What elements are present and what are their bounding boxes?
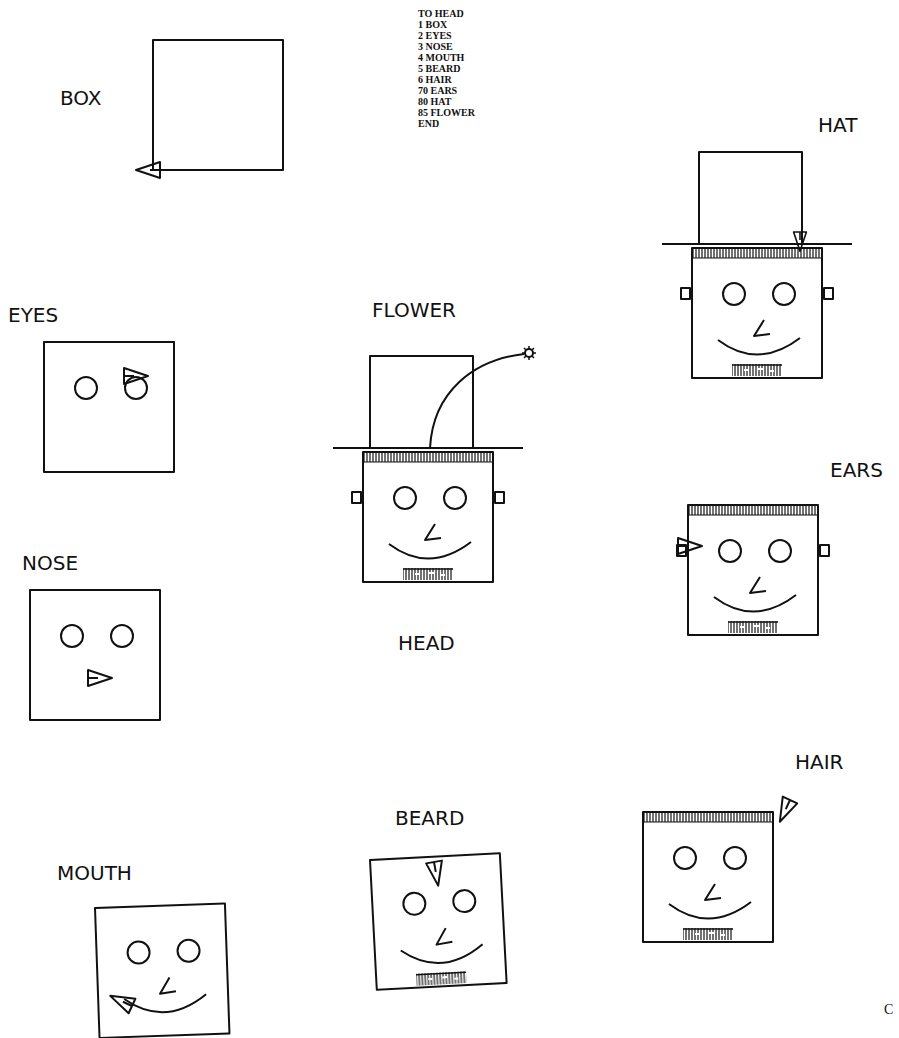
code-line: 1 BOX <box>418 20 447 30</box>
stage-label: EYES <box>8 305 58 325</box>
stage-label: HEAD <box>398 633 455 653</box>
stage-label: NOSE <box>22 553 78 573</box>
code-line: 85 FLOWER <box>418 108 475 118</box>
stage-label: MOUTH <box>57 863 132 883</box>
code-line: 2 EYES <box>418 31 452 41</box>
code-line: 70 EARS <box>418 86 457 96</box>
stage-label: BEARD <box>395 808 464 828</box>
code-line: 80 HAT <box>418 97 451 107</box>
code-line: TO HEAD <box>418 9 464 19</box>
stage-label: BOX <box>60 88 102 108</box>
code-line: END <box>418 119 439 129</box>
stage-label: EARS <box>830 460 883 480</box>
code-line: 5 BEARD <box>418 64 461 74</box>
caption-fragment: C <box>884 1003 893 1017</box>
code-line: 6 HAIR <box>418 75 452 85</box>
code-line: 3 NOSE <box>418 42 453 52</box>
stage-label: HAT <box>818 115 857 135</box>
code-line: 4 MOUTH <box>418 53 464 63</box>
stage-label: HAIR <box>795 752 844 772</box>
stage-label: FLOWER <box>372 300 456 320</box>
